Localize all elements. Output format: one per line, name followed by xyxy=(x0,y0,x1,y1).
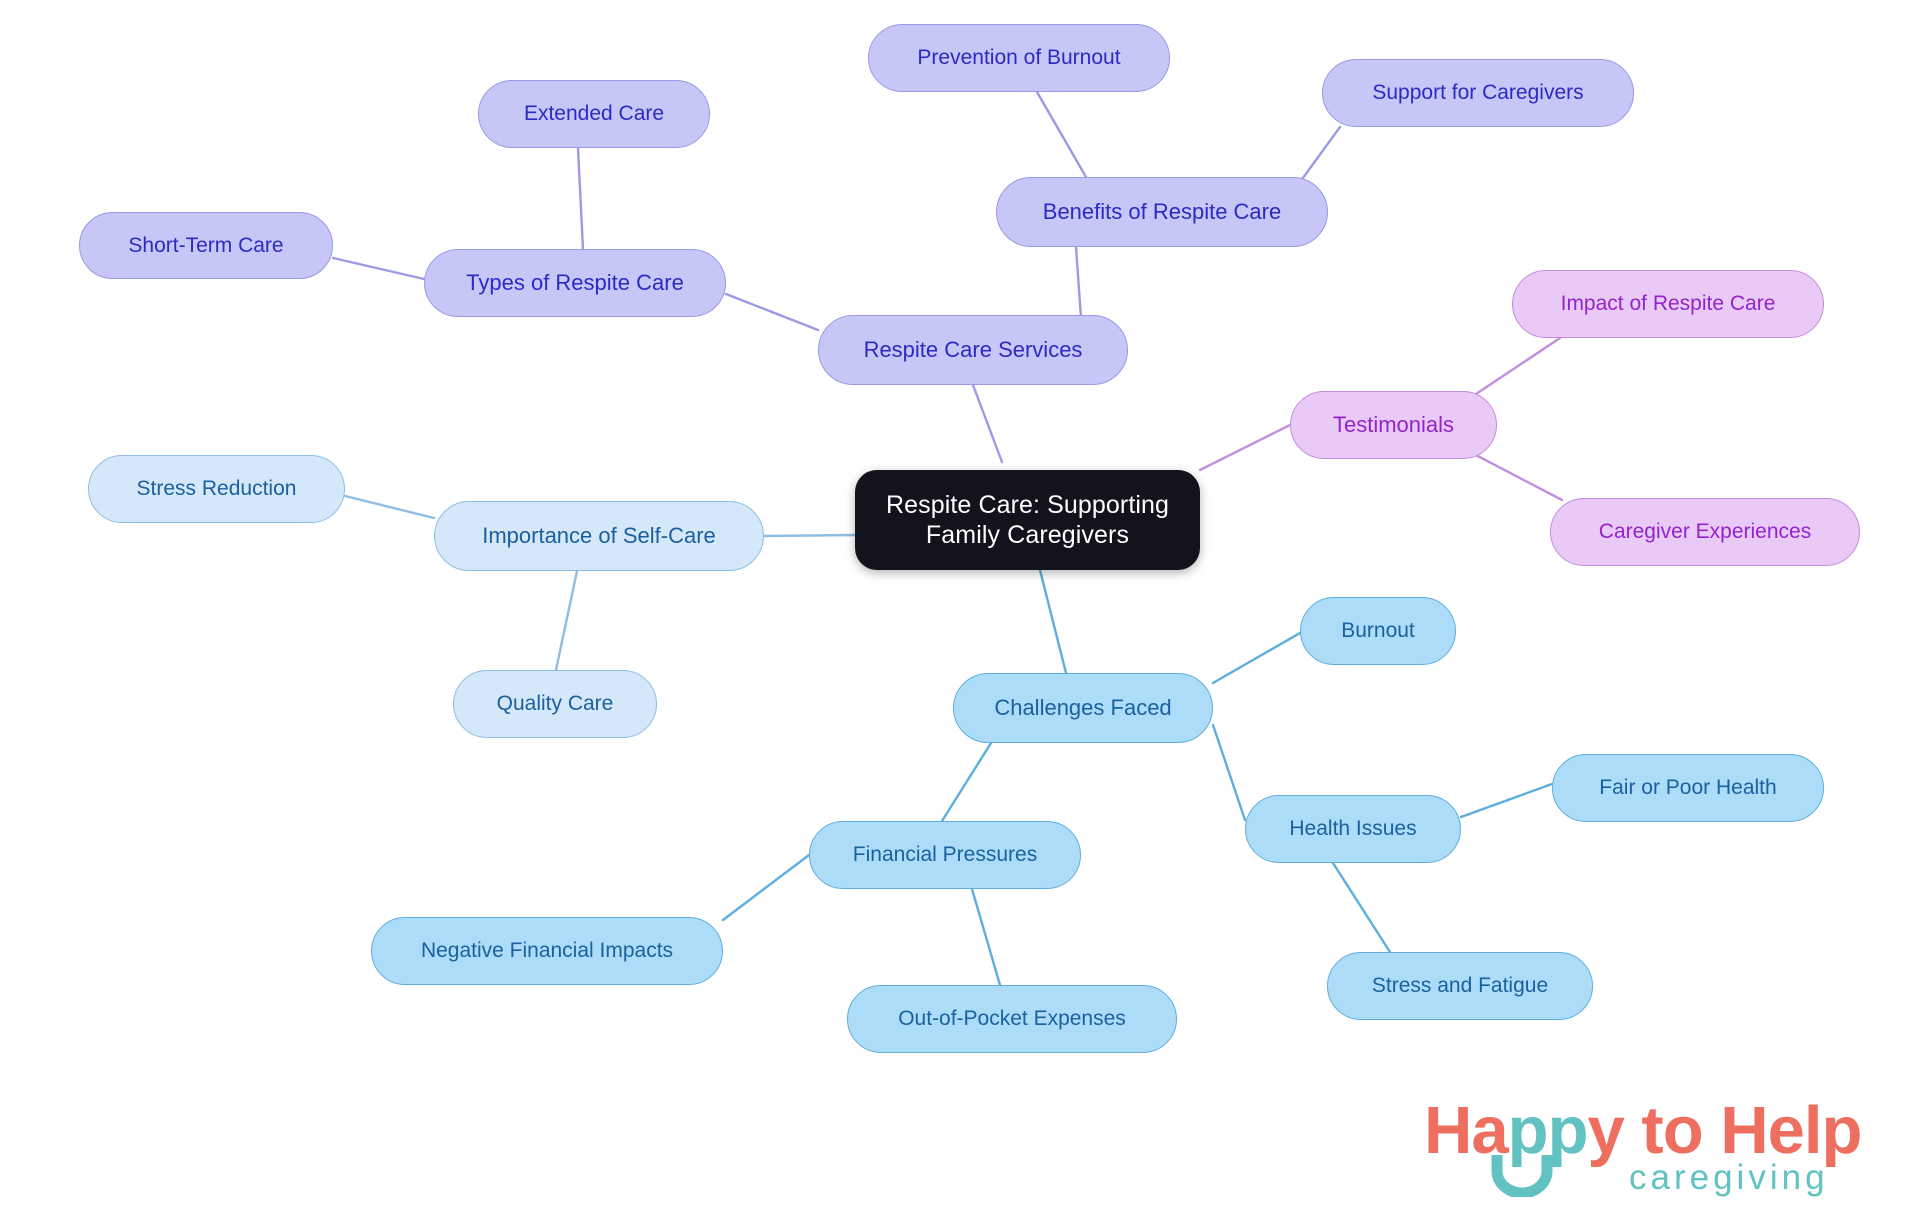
mindmap-node-label-testimonials: Testimonials xyxy=(1332,411,1455,437)
edge-challenges-faced-to-burnout xyxy=(1211,631,1302,685)
logo-part-two: pp xyxy=(1507,1093,1589,1168)
logo-tagline: caregiving xyxy=(1629,1158,1829,1197)
mindmap-node-extended-care[interactable]: Extended Care xyxy=(478,80,710,148)
edge-testimonials-to-caregiver-experiences xyxy=(1468,450,1564,502)
mindmap-node-importance-of-self-care[interactable]: Importance of Self-Care xyxy=(434,501,764,571)
logo-part-three: y to Help xyxy=(1587,1093,1863,1168)
mindmap-node-label-caregiver-experiences: Caregiver Experiences xyxy=(1598,520,1812,544)
mindmap-node-label-short-term-care: Short-Term Care xyxy=(128,233,284,257)
edge-root-to-respite-care-services xyxy=(971,383,1004,464)
edge-types-of-respite-care-to-short-term-care xyxy=(331,256,426,281)
mindmap-node-types-of-respite-care[interactable]: Types of Respite Care xyxy=(424,249,726,317)
mindmap-node-label-respite-care-services: Respite Care Services xyxy=(863,336,1083,362)
edge-health-issues-to-stress-and-fatigue xyxy=(1331,861,1392,954)
edge-health-issues-to-fair-or-poor-health xyxy=(1459,782,1554,819)
mindmap-node-label-negative-financial-impacts: Negative Financial Impacts xyxy=(420,939,674,963)
mindmap-node-stress-reduction[interactable]: Stress Reduction xyxy=(88,455,345,523)
mindmap-node-label-stress-reduction: Stress Reduction xyxy=(136,477,297,501)
edge-benefits-of-respite-care-to-support-for-caregivers xyxy=(1298,125,1342,184)
mindmap-node-label-extended-care: Extended Care xyxy=(523,102,665,126)
mindmap-node-negative-financial-impacts[interactable]: Negative Financial Impacts xyxy=(371,917,723,985)
mindmap-node-quality-care[interactable]: Quality Care xyxy=(453,670,657,738)
mindmap-node-label-out-of-pocket-expenses: Out-of-Pocket Expenses xyxy=(898,1007,1126,1031)
edge-root-to-testimonials xyxy=(1198,423,1292,472)
mindmap-node-testimonials[interactable]: Testimonials xyxy=(1290,391,1497,459)
mindmap-node-short-term-care[interactable]: Short-Term Care xyxy=(79,212,333,279)
mindmap-node-financial-pressures[interactable]: Financial Pressures xyxy=(809,821,1081,889)
logo-part-one: Ha xyxy=(1424,1093,1509,1168)
edge-root-to-challenges-faced xyxy=(1038,568,1068,675)
mindmap-node-label-burnout: Burnout xyxy=(1341,619,1415,643)
mindmap-node-respite-care-services[interactable]: Respite Care Services xyxy=(818,315,1128,385)
mindmap-node-label-support-for-caregivers: Support for Caregivers xyxy=(1372,81,1584,105)
mindmap-node-caregiver-experiences[interactable]: Caregiver Experiences xyxy=(1550,498,1860,566)
logo-wordmark: Happy to Help xyxy=(1424,1097,1862,1164)
mindmap-node-label-prevention-of-burnout: Prevention of Burnout xyxy=(917,46,1121,70)
mindmap-node-label-types-of-respite-care: Types of Respite Care xyxy=(466,269,684,295)
mindmap-node-challenges-faced[interactable]: Challenges Faced xyxy=(953,673,1213,743)
edge-financial-pressures-to-out-of-pocket-expenses xyxy=(970,887,1002,987)
mindmap-node-label-quality-care: Quality Care xyxy=(496,692,614,716)
edge-challenges-faced-to-financial-pressures xyxy=(940,741,993,823)
edge-benefits-of-respite-care-to-prevention-of-burnout xyxy=(1035,90,1088,179)
mindmap-node-label-impact-of-respite-care: Impact of Respite Care xyxy=(1560,292,1776,316)
edge-types-of-respite-care-to-extended-care xyxy=(576,146,585,251)
mindmap-node-benefits-of-respite-care[interactable]: Benefits of Respite Care xyxy=(996,177,1328,247)
edge-root-to-importance-of-self-care xyxy=(762,533,857,538)
edge-financial-pressures-to-negative-financial-impacts xyxy=(721,853,811,922)
mindmap-node-label-importance-of-self-care: Importance of Self-Care xyxy=(482,522,716,548)
mindmap-node-out-of-pocket-expenses[interactable]: Out-of-Pocket Expenses xyxy=(847,985,1177,1053)
edge-importance-of-self-care-to-stress-reduction xyxy=(343,494,436,520)
mindmap-node-fair-or-poor-health[interactable]: Fair or Poor Health xyxy=(1552,754,1824,822)
mindmap-node-burnout[interactable]: Burnout xyxy=(1300,597,1456,665)
edge-importance-of-self-care-to-quality-care xyxy=(554,569,579,672)
mindmap-node-label-benefits-of-respite-care: Benefits of Respite Care xyxy=(1042,198,1282,224)
mindmap-node-support-for-caregivers[interactable]: Support for Caregivers xyxy=(1322,59,1634,127)
edge-challenges-faced-to-health-issues xyxy=(1211,723,1247,822)
edge-respite-care-services-to-benefits-of-respite-care xyxy=(1074,245,1083,320)
edge-testimonials-to-impact-of-respite-care xyxy=(1468,336,1562,400)
brand-logo: Happy to Help caregiving xyxy=(1424,1097,1886,1205)
smile-icon xyxy=(1491,1155,1553,1197)
mindmap-root-label: Respite Care: Supporting Family Caregive… xyxy=(885,490,1170,550)
mindmap-node-label-challenges-faced: Challenges Faced xyxy=(994,694,1172,720)
mindmap-root-node[interactable]: Respite Care: Supporting Family Caregive… xyxy=(855,470,1200,570)
mindmap-node-label-fair-or-poor-health: Fair or Poor Health xyxy=(1599,776,1777,800)
mindmap-node-impact-of-respite-care[interactable]: Impact of Respite Care xyxy=(1512,270,1824,338)
mindmap-node-stress-and-fatigue[interactable]: Stress and Fatigue xyxy=(1327,952,1593,1020)
mindmap-node-label-stress-and-fatigue: Stress and Fatigue xyxy=(1371,974,1549,998)
mindmap-node-prevention-of-burnout[interactable]: Prevention of Burnout xyxy=(868,24,1170,92)
mindmap-node-label-financial-pressures: Financial Pressures xyxy=(852,843,1038,867)
mindmap-node-health-issues[interactable]: Health Issues xyxy=(1245,795,1461,863)
mindmap-node-label-health-issues: Health Issues xyxy=(1289,817,1417,841)
edge-respite-care-services-to-types-of-respite-care xyxy=(724,292,820,332)
